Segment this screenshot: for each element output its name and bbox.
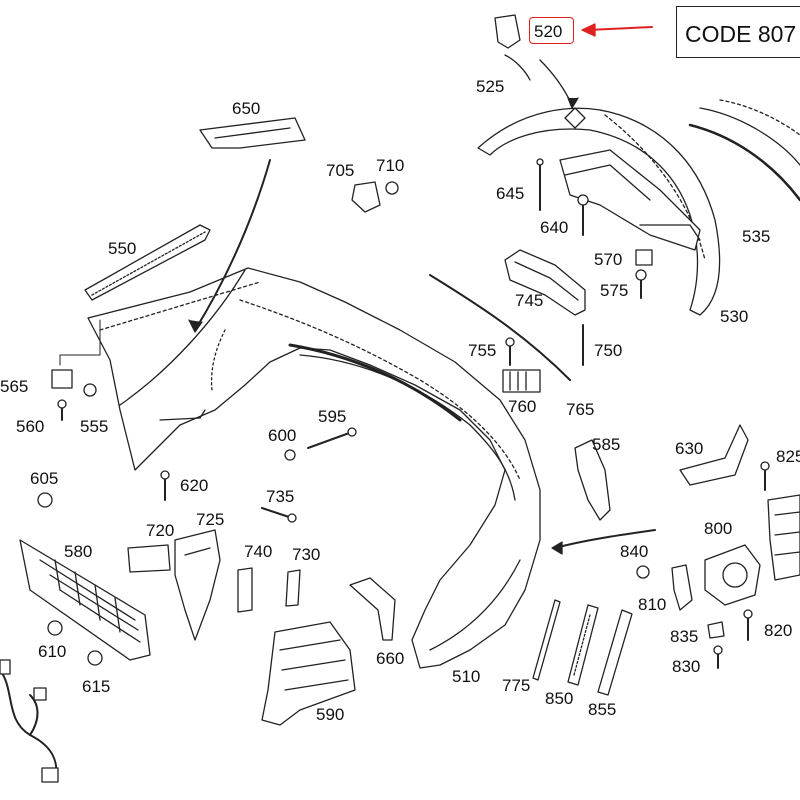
part-label-580: 580 <box>64 542 93 561</box>
trim-660 <box>349 577 396 641</box>
guide-550 <box>84 224 211 301</box>
part-label-610: 610 <box>38 642 67 661</box>
part-label-615: 615 <box>82 677 111 696</box>
part-label-660: 660 <box>376 649 405 668</box>
part-label-740: 740 <box>244 542 273 561</box>
part-label-640: 640 <box>540 218 569 237</box>
screw-560 <box>57 399 67 421</box>
part-label-650: 650 <box>232 99 261 118</box>
bracket-585 <box>574 439 611 521</box>
part-label-775: 775 <box>502 676 531 695</box>
bracket-725 <box>174 529 221 641</box>
part-label-585: 585 <box>592 435 621 454</box>
part-label-555: 555 <box>80 417 109 436</box>
bolt-820 <box>743 609 753 641</box>
part-label-735: 735 <box>266 487 295 506</box>
trim-strip-535 <box>688 99 800 202</box>
part-label-630: 630 <box>675 439 704 458</box>
bracket-630 <box>679 424 749 486</box>
rod-765 <box>429 274 571 381</box>
clip-610 <box>47 620 63 636</box>
bolt-825 <box>760 461 770 491</box>
part-label-595: 595 <box>318 407 347 426</box>
rod-595 <box>307 427 357 449</box>
bolt-755 <box>505 337 515 366</box>
part-label-570: 570 <box>594 250 623 269</box>
nut-615 <box>87 650 103 666</box>
part-label-550: 550 <box>108 239 137 258</box>
part-label-525: 525 <box>476 77 505 96</box>
part-label-855: 855 <box>588 700 617 719</box>
part-label-835: 835 <box>670 627 699 646</box>
part-label-565: 565 <box>0 377 29 396</box>
sensor-760 <box>502 369 541 393</box>
strip-850 <box>567 604 599 686</box>
part-label-590: 590 <box>316 705 345 724</box>
bracket-right <box>767 494 800 581</box>
clip-840 <box>636 565 650 579</box>
washer-600 <box>284 449 296 461</box>
part-label-830: 830 <box>672 657 701 676</box>
strip-855 <box>597 609 633 696</box>
part-label-520: 520 <box>534 22 563 41</box>
nut-570 <box>635 249 653 266</box>
part-label-575: 575 <box>600 281 629 300</box>
part-label-645: 645 <box>496 184 525 203</box>
part-label-705: 705 <box>326 161 355 180</box>
part-label-745: 745 <box>515 291 544 310</box>
code-text: CODE 807 <box>685 21 797 47</box>
part-label-765: 765 <box>566 400 595 419</box>
part-label-840: 840 <box>620 542 649 561</box>
bolt-645 <box>536 158 544 211</box>
clip-740 <box>237 567 253 613</box>
rivet-735 <box>261 507 297 523</box>
part-label-825: 825 <box>776 447 800 466</box>
nut-835 <box>707 621 725 639</box>
bolt-640 <box>577 194 589 236</box>
nut-555 <box>83 383 97 397</box>
screw-830 <box>713 645 723 669</box>
bumper-cover-510 <box>87 267 541 669</box>
housing-800 <box>704 544 761 606</box>
part-label-710: 710 <box>376 156 405 175</box>
part-label-755: 755 <box>468 341 497 360</box>
part-label-510: 510 <box>452 667 481 686</box>
part-label-560: 560 <box>16 417 45 436</box>
part-label-810: 810 <box>638 595 667 614</box>
clip-565 <box>51 369 73 389</box>
part-label-535: 535 <box>742 227 771 246</box>
clip-705 <box>351 181 381 213</box>
part-label-600: 600 <box>268 426 297 445</box>
part-label-800: 800 <box>704 519 733 538</box>
code-box: CODE 807 <box>676 6 800 58</box>
bracket-745 <box>504 249 586 316</box>
part-label-850: 850 <box>545 689 574 708</box>
upper-shell-530 <box>477 107 721 316</box>
part-label-725: 725 <box>196 510 225 529</box>
part-label-720: 720 <box>146 521 175 540</box>
screw-575 <box>635 269 647 299</box>
clip-730 <box>285 569 301 607</box>
pad-720 <box>127 544 171 573</box>
highlight-box-520: 520 <box>529 17 574 44</box>
cover-650 <box>199 117 306 149</box>
absorber-580 <box>19 539 151 661</box>
part-label-730: 730 <box>292 545 321 564</box>
nut-605 <box>37 492 53 508</box>
part-label-530: 530 <box>720 307 749 326</box>
part-label-760: 760 <box>508 397 537 416</box>
bracket-810 <box>671 564 693 611</box>
part-label-605: 605 <box>30 469 59 488</box>
nut-710 <box>385 181 399 195</box>
wiring-harness <box>0 659 59 783</box>
bracket-520 <box>494 14 531 81</box>
part-label-750: 750 <box>594 341 623 360</box>
liner-590 <box>261 621 356 726</box>
strip-775 <box>532 599 561 681</box>
part-label-820: 820 <box>764 621 793 640</box>
bolt-620 <box>160 470 170 501</box>
part-label-620: 620 <box>180 476 209 495</box>
